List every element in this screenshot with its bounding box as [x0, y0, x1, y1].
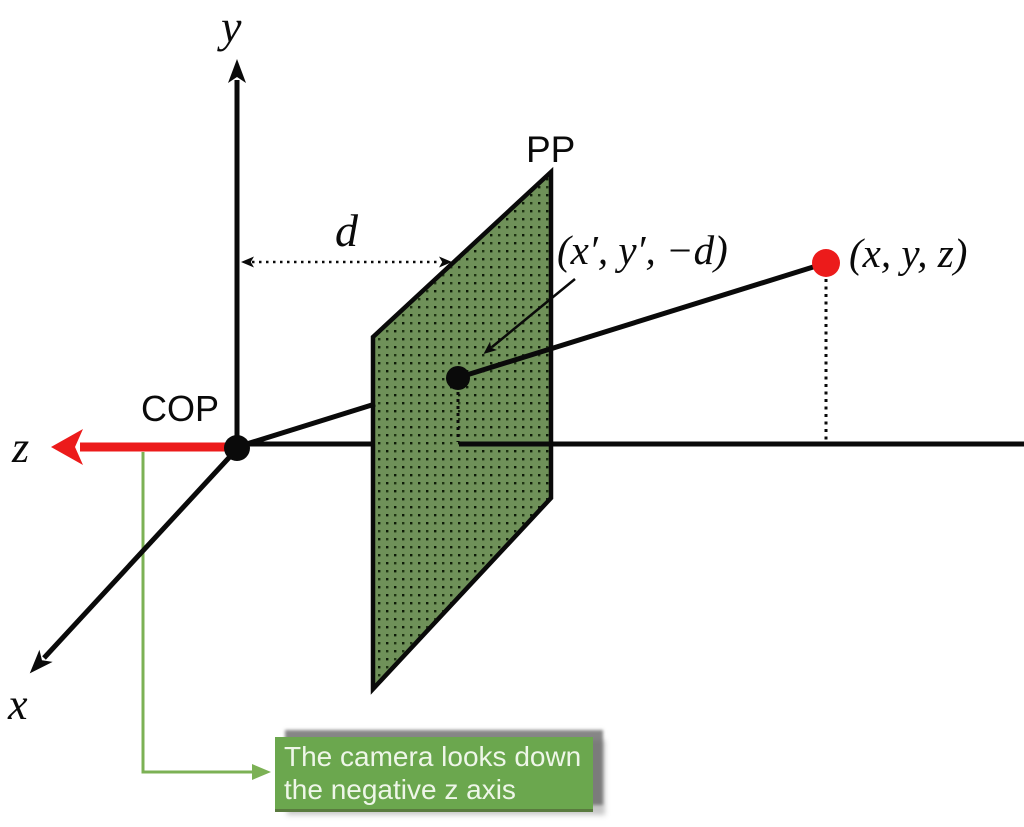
- projection-plane: [370, 166, 554, 695]
- cop-origin-dot: [224, 435, 250, 461]
- projected-point-label: (x′, y′, −d): [557, 227, 728, 273]
- callout-connector-arrow: [141, 452, 271, 780]
- callout-line-1: The camera looks down: [284, 741, 582, 772]
- z-axis-label: z: [11, 423, 29, 472]
- callout-line-2: the negative z axis: [284, 774, 516, 805]
- x-axis-line: [29, 447, 239, 674]
- world-point-dot: [812, 249, 840, 277]
- projection-ray-right-segment: [456, 260, 827, 381]
- pp-label: PP: [526, 129, 575, 170]
- world-point-label: (x, y, z): [849, 230, 967, 276]
- cop-label: COP: [141, 388, 219, 429]
- callout-box: The camera looks down the negative z axi…: [275, 737, 593, 812]
- projected-point-arrow: [483, 278, 576, 354]
- y-axis-label: y: [217, 1, 242, 52]
- projected-point-dot: [446, 366, 470, 390]
- focal-distance-label: d: [335, 205, 359, 256]
- x-axis-label: x: [7, 680, 28, 729]
- projection-ray-left-segment: [236, 401, 376, 450]
